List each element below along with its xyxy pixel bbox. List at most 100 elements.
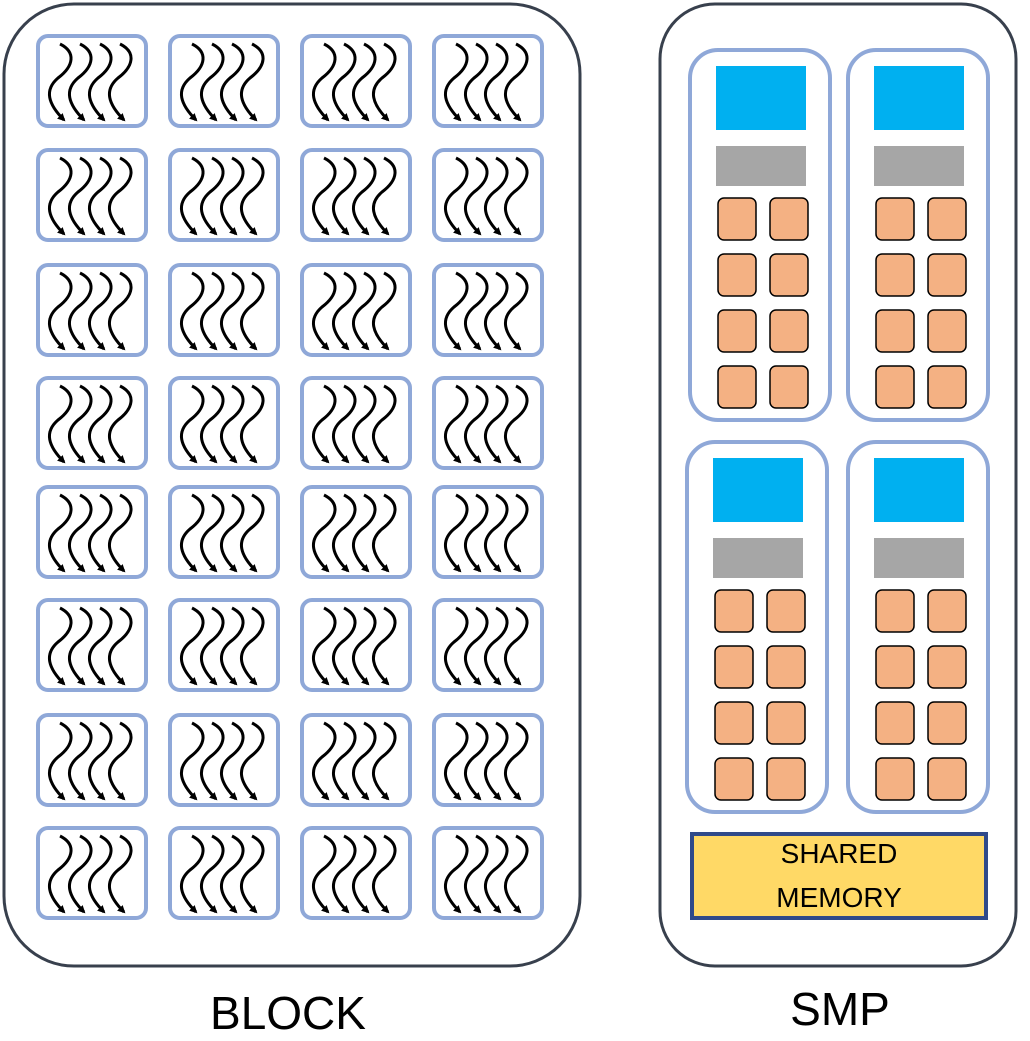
warp-7-1 [36, 713, 148, 807]
warp-7-2 [168, 713, 280, 807]
warp-5-4 [432, 485, 544, 579]
core-7 [875, 365, 915, 409]
processor-3 [685, 440, 829, 814]
thread-arrow [444, 493, 469, 573]
thread-arrow [48, 271, 73, 351]
warp-1-3 [300, 34, 412, 128]
core-6 [927, 701, 967, 745]
core-1 [717, 197, 757, 241]
thread-arrow [68, 42, 93, 122]
warp-6-1 [36, 598, 148, 692]
warp-box [432, 598, 544, 692]
thread-arrow [48, 606, 73, 686]
warp-4-3 [300, 376, 412, 470]
core-1 [875, 589, 915, 633]
instruction-unit [713, 458, 803, 522]
thread-arrow [352, 606, 377, 686]
core-3 [875, 645, 915, 689]
thread-arrow [312, 384, 337, 464]
thread-arrow [372, 384, 397, 464]
thread-arrow [180, 606, 205, 686]
warp-1-4 [432, 34, 544, 128]
thread-arrow [484, 606, 509, 686]
thread-arrow [352, 156, 377, 236]
instruction-unit [716, 66, 806, 130]
instruction-unit [874, 458, 964, 522]
warp-box [300, 598, 412, 692]
thread-arrow [444, 721, 469, 801]
thread-arrow [48, 384, 73, 464]
shared-memory-line2: MEMORY [776, 882, 902, 913]
thread-arrow [372, 606, 397, 686]
thread-arrow [444, 606, 469, 686]
thread-arrow [108, 384, 133, 464]
thread-arrow [372, 721, 397, 801]
thread-arrow [484, 42, 509, 122]
warp-box [36, 485, 148, 579]
thread-arrow [88, 156, 113, 236]
thread-arrow [220, 834, 245, 914]
warp-8-1 [36, 826, 148, 920]
warp-6-3 [300, 598, 412, 692]
core-7 [714, 757, 754, 801]
shared-memory-line1: SHARED [780, 838, 898, 869]
thread-arrow [200, 271, 225, 351]
thread-arrow [352, 271, 377, 351]
core-3 [717, 253, 757, 297]
register-file [874, 146, 964, 186]
warp-box [432, 485, 544, 579]
thread-arrow [312, 606, 337, 686]
thread-arrow [108, 834, 133, 914]
register-file [874, 538, 964, 578]
thread-arrow [464, 156, 489, 236]
core-8 [769, 365, 809, 409]
warp-box [36, 598, 148, 692]
thread-arrow [240, 271, 265, 351]
thread-arrow [464, 721, 489, 801]
warp-box [432, 826, 544, 920]
thread-arrow [180, 384, 205, 464]
thread-arrow [180, 42, 205, 122]
thread-arrow [200, 42, 225, 122]
warp-2-4 [432, 148, 544, 242]
thread-arrow [240, 156, 265, 236]
warp-box [168, 148, 280, 242]
thread-arrow [504, 834, 529, 914]
core-5 [875, 309, 915, 353]
warp-5-1 [36, 485, 148, 579]
thread-arrow [48, 721, 73, 801]
thread-arrow [352, 834, 377, 914]
warp-2-3 [300, 148, 412, 242]
thread-arrow [444, 271, 469, 351]
thread-arrow [108, 721, 133, 801]
warp-4-1 [36, 376, 148, 470]
core-4 [927, 645, 967, 689]
warp-2-1 [36, 148, 148, 242]
thread-arrow [332, 493, 357, 573]
thread-arrow [240, 834, 265, 914]
core-6 [927, 309, 967, 353]
thread-arrow [108, 271, 133, 351]
warp-box [300, 485, 412, 579]
warp-box [300, 34, 412, 128]
core-4 [769, 253, 809, 297]
warp-6-2 [168, 598, 280, 692]
thread-arrow [240, 606, 265, 686]
shared-memory-label: SHARED MEMORY [692, 834, 986, 918]
thread-arrow [240, 493, 265, 573]
warp-box [36, 263, 148, 357]
thread-arrow [484, 493, 509, 573]
warp-box [168, 598, 280, 692]
thread-arrow [180, 721, 205, 801]
core-1 [714, 589, 754, 633]
warp-grid [36, 34, 544, 920]
warp-box [300, 148, 412, 242]
core-5 [717, 309, 757, 353]
thread-arrow [48, 156, 73, 236]
thread-arrow [312, 156, 337, 236]
thread-arrow [220, 606, 245, 686]
thread-arrow [484, 156, 509, 236]
warp-1-2 [168, 34, 280, 128]
thread-arrow [220, 493, 245, 573]
